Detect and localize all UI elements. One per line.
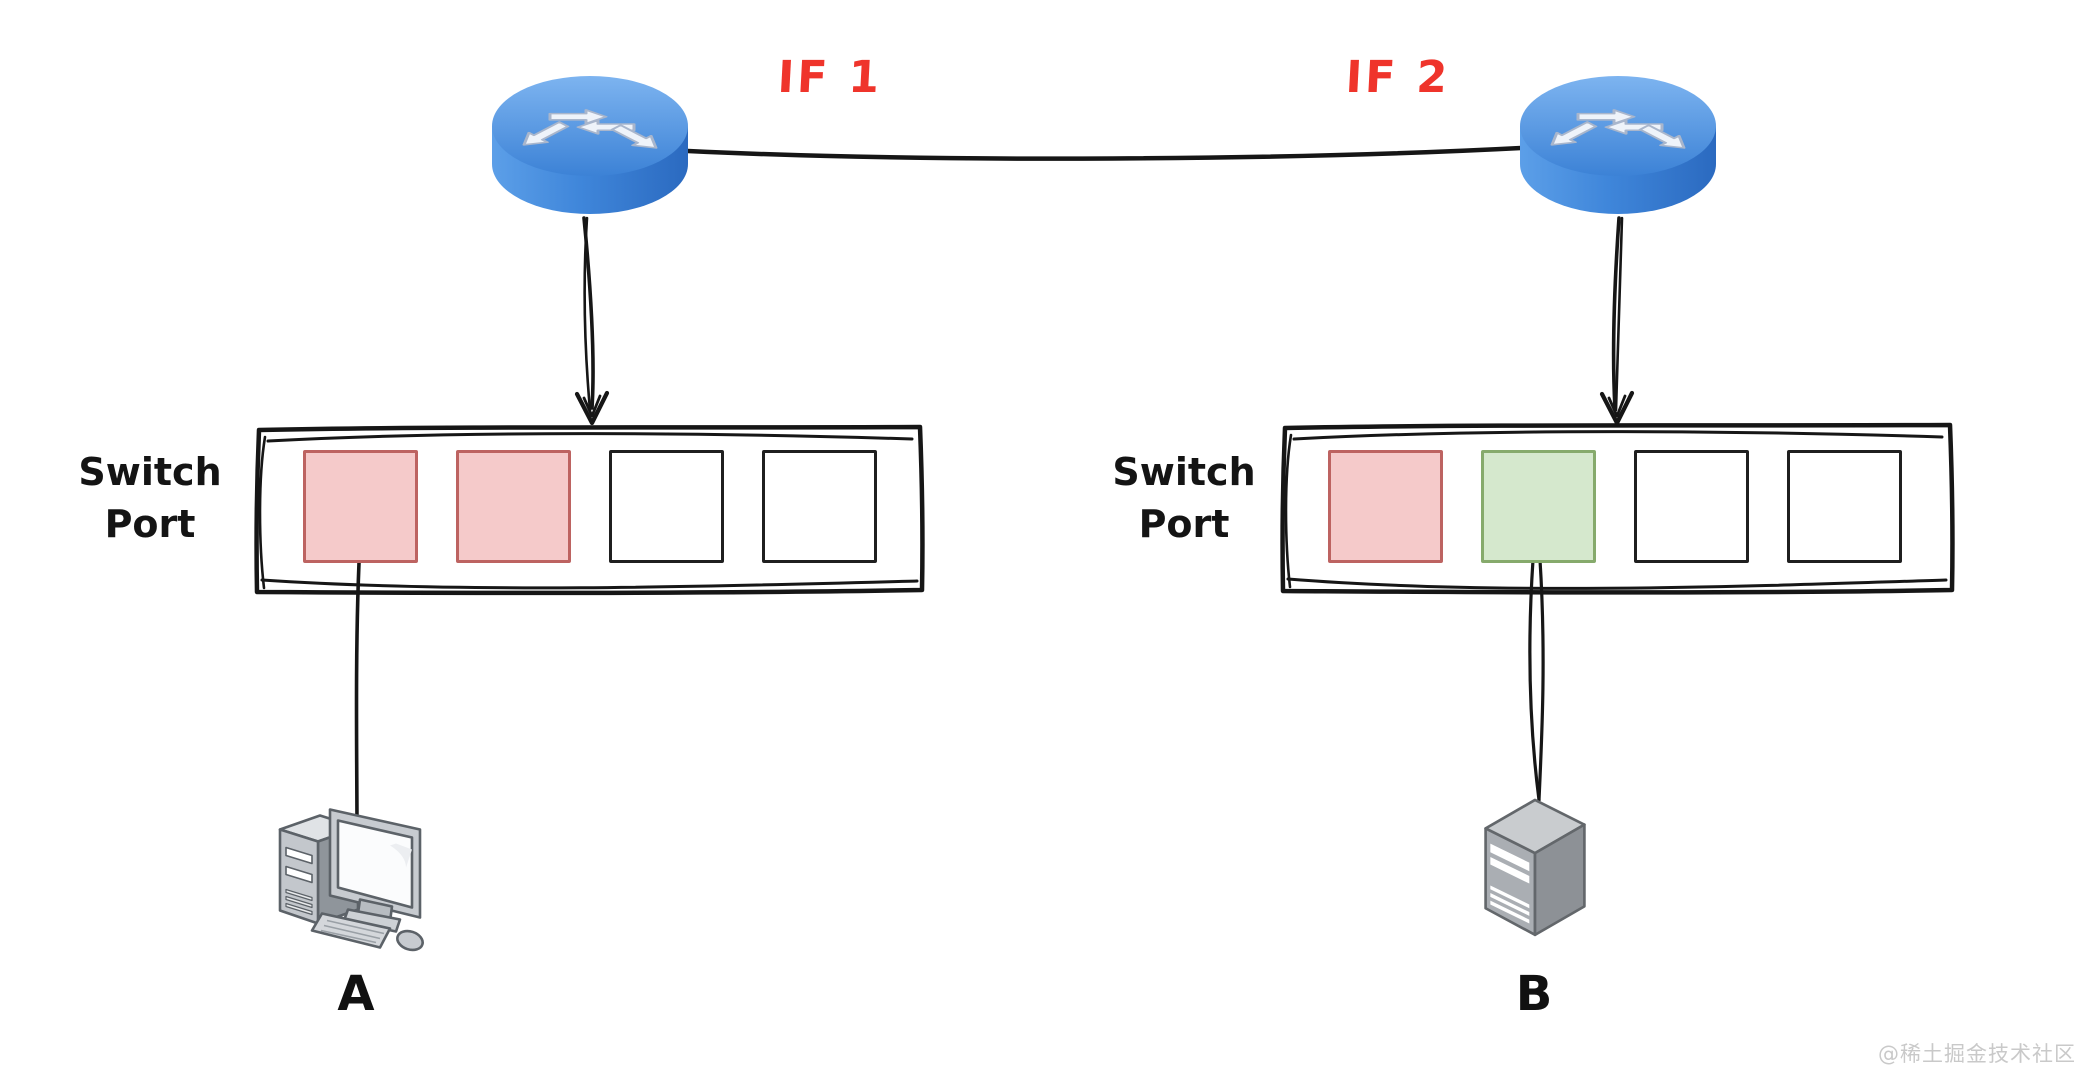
right-switch-label: Switch Port <box>1112 450 1256 547</box>
left-switch-label: Switch Port <box>78 450 222 547</box>
router-link-line <box>685 145 1524 161</box>
switch-port-red <box>456 450 571 563</box>
switch-port-red <box>1328 450 1443 563</box>
switch-port-empty <box>762 450 877 563</box>
left-switch-ports <box>303 450 877 563</box>
interface-label-if1: IF 1 <box>776 52 884 103</box>
router1-to-switch-arrow <box>574 216 610 426</box>
host-label-a: A <box>337 966 375 1022</box>
router2-to-switch-arrow <box>1599 216 1635 426</box>
desktop-computer-icon <box>272 788 442 956</box>
switch-port-empty <box>1787 450 1902 563</box>
switch-port-empty <box>1634 450 1749 563</box>
switch-port-green <box>1481 450 1596 563</box>
switch-port-empty <box>609 450 724 563</box>
watermark: @稀土掘金技术社区 <box>1878 1042 2076 1066</box>
interface-label-if2: IF 2 <box>1344 52 1452 103</box>
host-label-b: B <box>1515 966 1553 1022</box>
router-icon-left <box>488 68 692 220</box>
switch-to-host-b-line <box>1528 558 1545 802</box>
server-icon <box>1478 794 1592 937</box>
switch-port-red <box>303 450 418 563</box>
right-switch-ports <box>1328 450 1902 563</box>
router-icon-right <box>1516 68 1720 220</box>
